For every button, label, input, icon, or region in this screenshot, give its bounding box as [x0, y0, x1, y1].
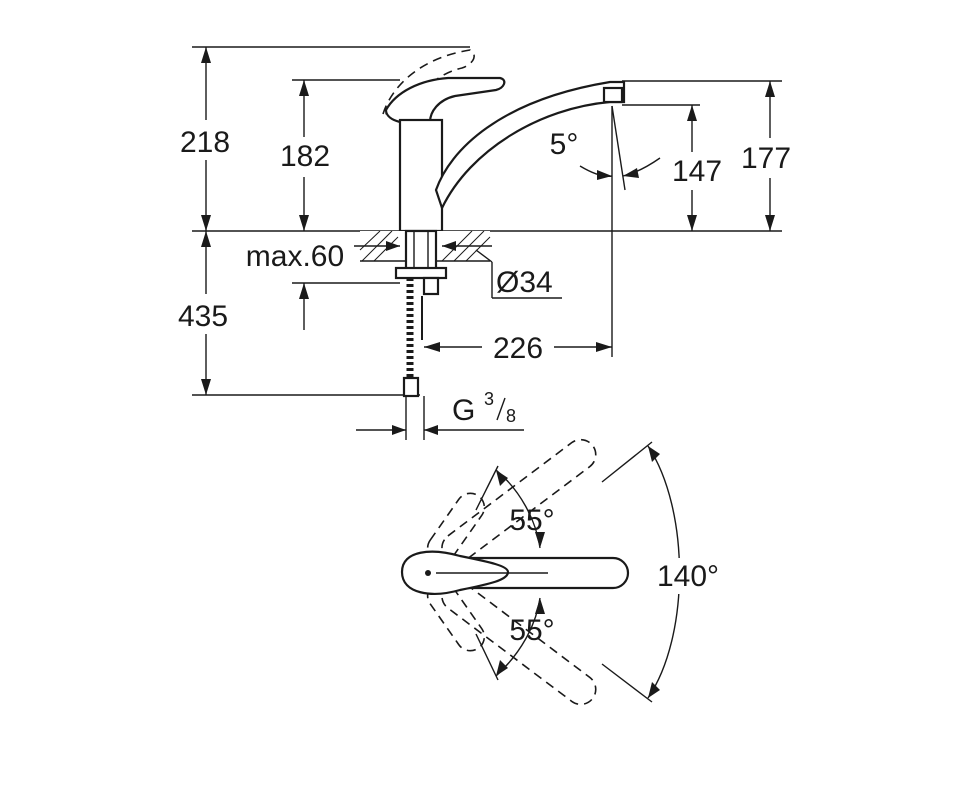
angle-total-label: 140° [657, 560, 719, 593]
plan-view: 55° 55° 140° [400, 438, 725, 706]
mounting-nut [422, 276, 440, 296]
lever [384, 76, 506, 124]
spout-position-upper [441, 438, 597, 564]
dim-spout-height: 177 [741, 142, 791, 175]
dim-226: 226 [424, 330, 612, 366]
dim-angle-upper: 55° [475, 465, 555, 549]
dim-angle-lower: 55° [475, 597, 555, 681]
dim-outlet-height: 147 [672, 155, 722, 188]
dim-spout-angle: 5° [550, 128, 579, 161]
side-view: 218 182 177 147 [168, 46, 807, 440]
hose-connector [402, 376, 420, 398]
dim-218: 218 [168, 47, 240, 231]
dim-max-deck: max.60 [246, 240, 344, 273]
dim-177: 177 [735, 81, 807, 231]
thread-denominator: 8 [506, 406, 516, 426]
dim-total-height: 218 [180, 126, 230, 159]
angle-lower-label: 55° [509, 614, 554, 647]
dim-spout-reach: 226 [493, 332, 543, 365]
dim-thread: G 3 8 [356, 389, 524, 435]
mounting-plate [394, 266, 448, 280]
angle-upper-label: 55° [509, 504, 554, 537]
dim-below-deck: 435 [178, 300, 228, 333]
dim-angle-5: 5° [550, 105, 661, 191]
dim-182: 182 [270, 80, 342, 231]
dim-max60: max.60 [236, 236, 492, 274]
spout [434, 80, 626, 211]
dim-hole-diameter: Ø34 [496, 266, 553, 299]
dim-147: 147 [662, 105, 728, 231]
faucet-body [398, 118, 444, 233]
thread-letter: G [452, 394, 475, 427]
dim-diameter: Ø34 [475, 249, 562, 299]
shank [404, 229, 438, 273]
supply-hose [402, 278, 425, 440]
dim-lever-height: 182 [280, 140, 330, 173]
dim-435: 435 [168, 231, 240, 395]
thread-numerator: 3 [484, 389, 494, 409]
dim-angle-total: 140° [601, 441, 725, 703]
aerator [602, 86, 624, 104]
